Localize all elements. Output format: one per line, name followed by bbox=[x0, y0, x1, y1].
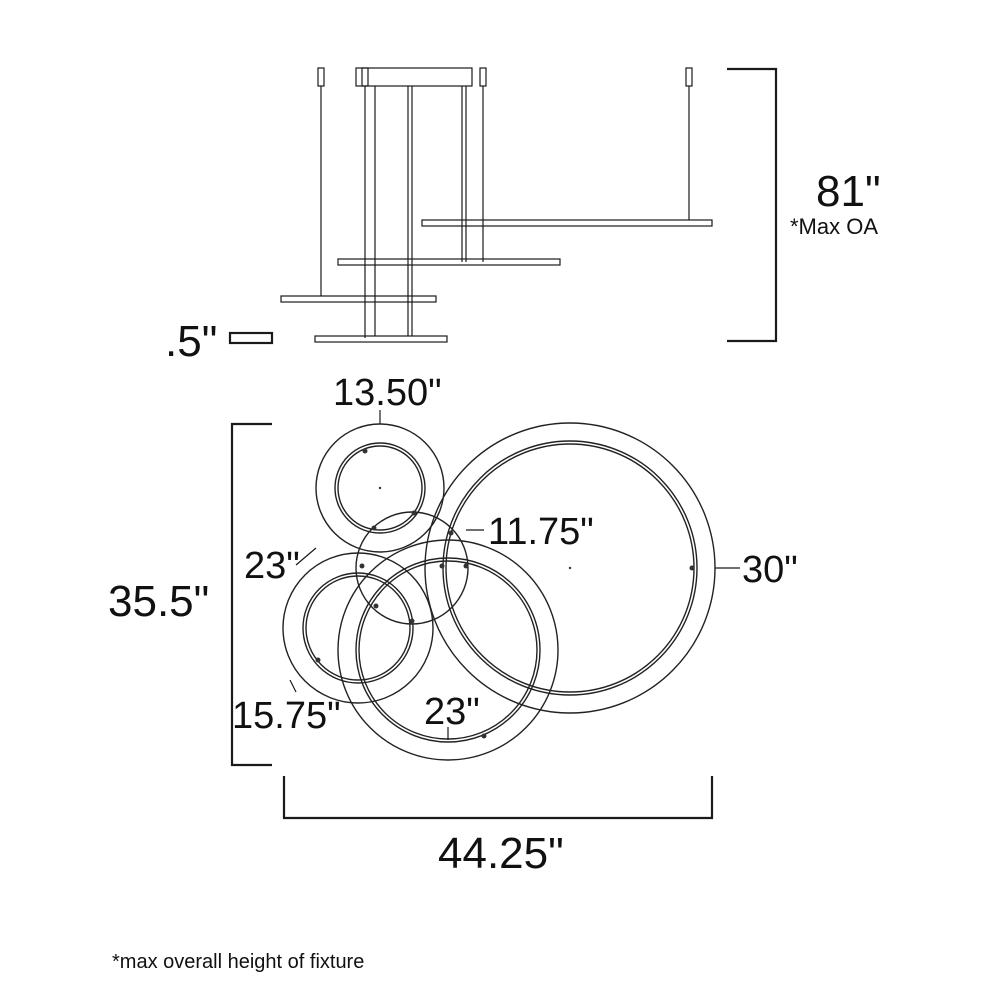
cable-cap bbox=[685, 67, 693, 87]
top-ring-inner bbox=[334, 442, 426, 534]
width-bracket bbox=[282, 776, 714, 820]
left-ring-outer bbox=[282, 552, 434, 704]
mount-point bbox=[362, 448, 368, 454]
mount-point bbox=[373, 603, 379, 609]
bottom-ring-inner bbox=[355, 557, 541, 743]
ring-plate-edge bbox=[421, 219, 713, 227]
plan-view: 13.50" 11.75" 30" 23" 15.75" 23" 35.5" 4… bbox=[108, 372, 798, 878]
mount-point bbox=[481, 733, 487, 739]
mount-point bbox=[411, 510, 417, 516]
ring-plate-edge bbox=[337, 258, 561, 266]
depth-bracket bbox=[230, 422, 272, 767]
cable-cap bbox=[479, 67, 487, 87]
mount-point bbox=[463, 563, 469, 569]
mount-point bbox=[359, 563, 365, 569]
width-label: 44.25" bbox=[438, 829, 564, 878]
ring-plate-edge bbox=[280, 295, 437, 303]
footnote: *max overall height of fixture bbox=[112, 951, 364, 973]
cable-cap bbox=[317, 67, 325, 87]
top-ring-label: 13.50" bbox=[333, 372, 442, 414]
cable-cap bbox=[361, 67, 369, 87]
ring-plate-edge bbox=[314, 335, 448, 343]
mount-point bbox=[689, 565, 695, 571]
depth-label: 35.5" bbox=[108, 577, 209, 626]
large-ring-label: 30" bbox=[742, 549, 798, 591]
leader-line bbox=[289, 679, 297, 693]
plate-thickness-indicator bbox=[228, 331, 274, 345]
mount-point bbox=[568, 566, 572, 570]
left-ring-a-label: 23" bbox=[244, 545, 300, 587]
mount-point bbox=[315, 657, 321, 663]
left-ring-b-label: 15.75" bbox=[232, 695, 341, 737]
mount-point bbox=[371, 525, 377, 531]
leader-line bbox=[295, 547, 317, 566]
side-elevation: .5" 81" *Max OA bbox=[165, 67, 881, 366]
bottom-ring-outer bbox=[337, 539, 559, 761]
height-label: 81" bbox=[816, 167, 881, 216]
left-ring-inner bbox=[305, 575, 411, 681]
height-bracket bbox=[727, 67, 778, 343]
ceiling-canopy bbox=[355, 67, 473, 87]
left-ring-inner bbox=[302, 572, 414, 684]
top-ring-inner bbox=[337, 445, 423, 531]
mount-point bbox=[439, 563, 445, 569]
bottom-ring-label: 23" bbox=[424, 691, 480, 733]
mount-point bbox=[378, 486, 382, 490]
thickness-label: .5" bbox=[165, 317, 217, 366]
mount-point bbox=[409, 618, 415, 624]
height-note: *Max OA bbox=[790, 214, 878, 239]
center-ring-label: 11.75" bbox=[488, 511, 594, 553]
mount-point bbox=[448, 530, 454, 536]
